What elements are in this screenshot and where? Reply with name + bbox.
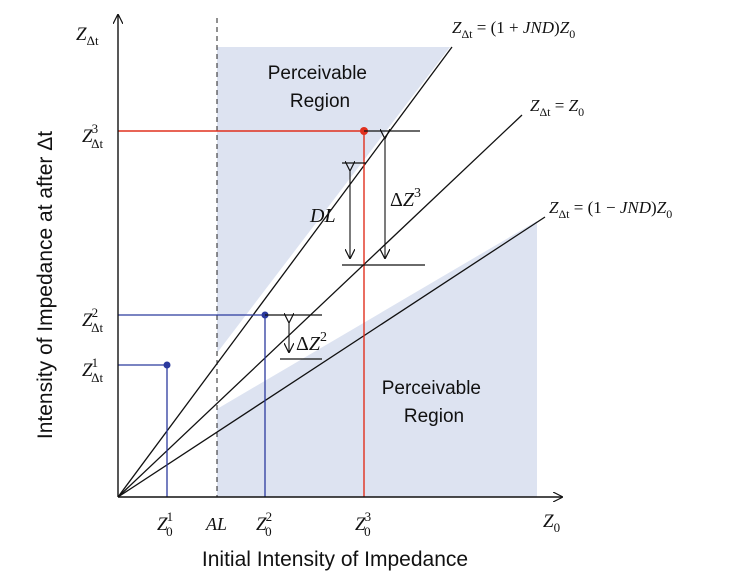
lower-region-label: Perceivable Region	[382, 378, 487, 427]
identity-line-equation: ZΔt = Z0	[530, 96, 584, 119]
lower-jnd-line	[117, 216, 546, 498]
x-axis-symbol: Z0	[543, 511, 560, 535]
lower-line-equation: ZΔt = (1 − JND)Z0	[549, 198, 672, 221]
blue-point-1	[163, 361, 171, 369]
lower-perceivable-region-shade	[217, 221, 537, 497]
dl-label: DL	[309, 205, 336, 227]
identity-line	[117, 114, 523, 498]
dz3-label: ΔZ3	[390, 186, 421, 211]
y-axis-symbol: ZΔt	[76, 24, 99, 48]
upper-region-label: Perceivable Region	[268, 63, 373, 112]
upper-perceivable-region-shade	[217, 47, 450, 353]
upper-jnd-line	[117, 46, 453, 498]
dz2-label: ΔZ2	[296, 330, 327, 355]
x-axis-title: Initial Intensity of Impedance	[202, 548, 468, 571]
x-tick-al: AL	[205, 514, 227, 534]
upper-line-equation: ZΔt = (1 + JND)Z0	[452, 18, 575, 41]
y-axis-title: Intensity of Impedance at after Δt	[34, 131, 57, 439]
